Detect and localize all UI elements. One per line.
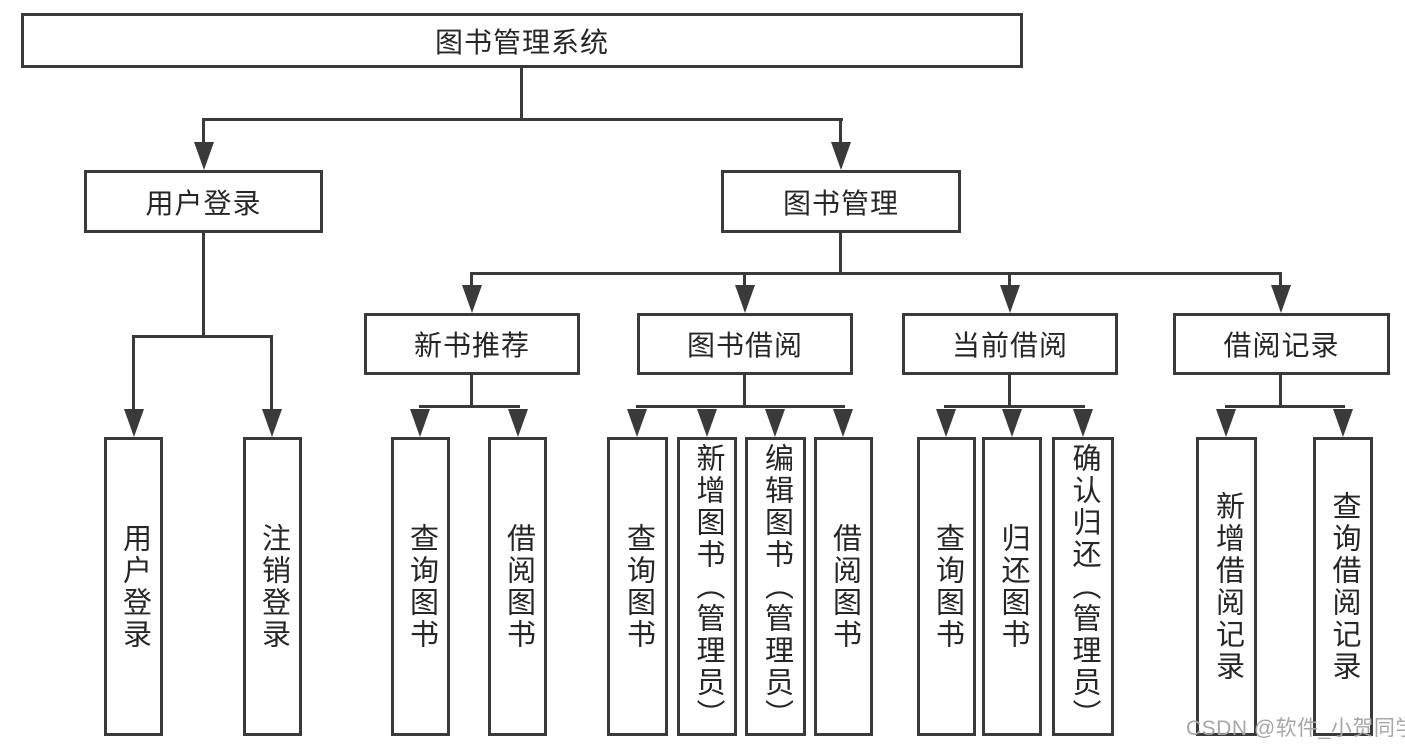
node-root: 图书管理系统 <box>21 13 1023 68</box>
node-current-borrowing-label: 当前借阅 <box>951 330 1068 361</box>
connector-line <box>944 405 1085 408</box>
connector-line <box>132 335 273 338</box>
connector-line <box>520 68 523 121</box>
leaf-user-login-label: 用户登录 <box>118 522 151 651</box>
leaf-current-return-books: 归还图书 <box>982 437 1042 736</box>
arrow-down-icon <box>697 409 717 437</box>
node-book-management: 图书管理 <box>721 170 961 233</box>
leaf-borrowing-edit-books-admin-label: 编辑图书（管理员） <box>760 442 793 731</box>
leaf-current-query-books: 查询图书 <box>917 437 976 736</box>
leaf-borrowing-query-books: 查询图书 <box>607 437 668 736</box>
arrow-down-icon <box>124 409 144 437</box>
node-book-borrowing-label: 图书借阅 <box>686 330 803 361</box>
leaf-records-query-record: 查询借阅记录 <box>1313 437 1373 736</box>
leaf-records-add-record: 新增借阅记录 <box>1196 437 1257 736</box>
connector-line <box>1008 375 1011 405</box>
leaf-recommend-borrow-books-label: 借阅图书 <box>502 522 535 651</box>
leaf-recommend-borrow-books: 借阅图书 <box>488 437 547 736</box>
connector-line <box>1279 275 1282 285</box>
arrow-down-icon <box>194 142 214 170</box>
connector-line <box>1279 375 1282 405</box>
connector-line <box>636 405 845 408</box>
arrow-down-icon <box>262 409 282 437</box>
arrow-down-icon <box>1216 409 1236 437</box>
connector-line <box>132 338 135 409</box>
leaf-user-login: 用户登录 <box>104 437 163 736</box>
connector-line <box>839 121 842 142</box>
arrow-down-icon <box>1333 409 1353 437</box>
leaf-borrowing-borrow-books-label: 借阅图书 <box>828 522 861 651</box>
node-current-borrowing: 当前借阅 <box>902 313 1118 375</box>
leaf-borrowing-edit-books-admin: 编辑图书（管理员） <box>745 437 806 736</box>
connector-line <box>419 405 520 408</box>
arrow-down-icon <box>735 285 755 313</box>
connector-line <box>839 233 842 272</box>
connector-line <box>202 121 205 142</box>
arrow-down-icon <box>1271 285 1291 313</box>
connector-line <box>470 272 1282 275</box>
leaf-borrowing-query-books-label: 查询图书 <box>622 522 655 651</box>
node-user-login: 用户登录 <box>84 170 323 233</box>
node-borrowing-records-label: 借阅记录 <box>1223 330 1340 361</box>
arrow-down-icon <box>462 285 482 313</box>
connector-line <box>470 275 473 285</box>
leaf-current-query-books-label: 查询图书 <box>931 522 964 651</box>
leaf-recommend-query-books-label: 查询图书 <box>405 522 438 651</box>
connector-line <box>1008 275 1011 285</box>
leaf-logout: 注销登录 <box>243 437 302 736</box>
leaf-borrowing-add-books-admin-label: 新增图书（管理员） <box>691 442 724 731</box>
arrow-down-icon <box>765 409 785 437</box>
leaf-current-return-books-label: 归还图书 <box>996 522 1029 651</box>
node-root-label: 图书管理系统 <box>434 26 609 58</box>
watermark: CSDN @软件_小贺同学 <box>1186 717 1405 740</box>
arrow-down-icon <box>1000 285 1020 313</box>
arrow-down-icon <box>627 409 647 437</box>
leaf-records-add-record-label: 新增借阅记录 <box>1211 490 1244 683</box>
connector-line <box>470 375 473 405</box>
leaf-borrowing-borrow-books: 借阅图书 <box>814 437 873 736</box>
node-borrowing-records: 借阅记录 <box>1173 313 1390 375</box>
connector-line <box>743 375 746 405</box>
connector-line <box>270 338 273 409</box>
leaf-records-query-record-label: 查询借阅记录 <box>1327 490 1360 683</box>
node-new-book-recommend: 新书推荐 <box>364 313 580 375</box>
leaf-current-confirm-return-admin: 确认归还（管理员） <box>1052 437 1114 736</box>
leaf-recommend-query-books: 查询图书 <box>391 437 450 736</box>
arrow-down-icon <box>831 142 851 170</box>
node-book-management-label: 图书管理 <box>782 187 899 219</box>
node-book-borrowing: 图书借阅 <box>637 313 853 375</box>
leaf-current-confirm-return-admin-label: 确认归还（管理员） <box>1067 442 1100 731</box>
connector-line <box>202 233 205 335</box>
arrow-down-icon <box>833 409 853 437</box>
node-new-book-recommend-label: 新书推荐 <box>413 330 530 361</box>
arrow-down-icon <box>410 409 430 437</box>
node-user-login-label: 用户登录 <box>145 187 262 219</box>
leaf-borrowing-add-books-admin: 新增图书（管理员） <box>677 437 737 736</box>
connector-line <box>743 275 746 285</box>
leaf-logout-label: 注销登录 <box>257 522 290 651</box>
arrow-down-icon <box>1073 409 1093 437</box>
arrow-down-icon <box>508 409 528 437</box>
connector-line <box>202 118 843 121</box>
arrow-down-icon <box>1002 409 1022 437</box>
connector-line <box>1225 405 1345 408</box>
arrow-down-icon <box>936 409 956 437</box>
